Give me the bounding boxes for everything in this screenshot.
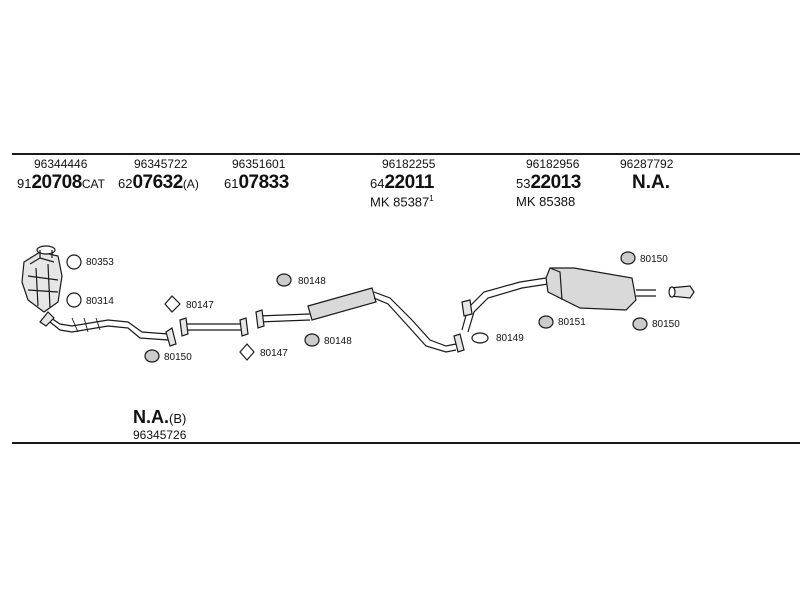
- callout-80147: 80147: [260, 348, 288, 359]
- oem-number: 96351601: [232, 157, 286, 171]
- rear-silencer: [461, 267, 656, 333]
- header-col-catalyst: 96344446 9120708CAT: [17, 158, 105, 192]
- mounting-kit-reference: MK 853871: [370, 194, 434, 210]
- top-rule: [12, 153, 800, 155]
- mounting-kit-reference: MK 85388: [516, 194, 576, 209]
- callout-80353: 80353: [86, 257, 114, 268]
- not-available-label: N.A.: [133, 407, 169, 427]
- oem-number: 96182255: [382, 157, 436, 171]
- callout-80149: 80149: [496, 333, 524, 344]
- part-reference: 5322013: [516, 172, 581, 193]
- front-pipe: [39, 311, 177, 347]
- part-reference: 9120708CAT: [17, 172, 105, 193]
- callout-80150: 80150: [164, 352, 192, 363]
- callout-80314: 80314: [86, 296, 114, 307]
- header-col-front-pipe: 96345722 6207632(A): [118, 158, 199, 192]
- gasket-ring-icon: [66, 292, 82, 308]
- oem-number: 96345726: [133, 428, 187, 442]
- rubber-mount-icon: [620, 251, 636, 265]
- rubber-mount-icon: [276, 273, 292, 287]
- part-reference: 6107833: [224, 172, 289, 193]
- callout-80148: 80148: [298, 276, 326, 287]
- callout-80148: 80148: [324, 336, 352, 347]
- tail-pipe: [668, 285, 695, 299]
- oem-number: 96344446: [34, 157, 88, 171]
- rubber-mount-icon: [144, 349, 160, 363]
- callout-80150: 80150: [652, 319, 680, 330]
- bottom-rule: [12, 442, 800, 444]
- middle-pipe: [179, 317, 249, 337]
- not-available-label: N.A.: [632, 172, 670, 193]
- callout-80150: 80150: [640, 254, 668, 265]
- footer-note: N.A.(B) 96345726: [133, 408, 186, 441]
- clamp-icon: [471, 332, 489, 344]
- callout-80147: 80147: [186, 300, 214, 311]
- catalytic-converter: [21, 245, 63, 313]
- callout-80151: 80151: [558, 317, 586, 328]
- rubber-mount-icon: [632, 317, 648, 331]
- header-col-middle-pipe: 96351601 6107833: [224, 158, 289, 192]
- part-reference: 6207632(A): [118, 172, 199, 193]
- rubber-mount-icon: [538, 315, 554, 329]
- oem-number: 96345722: [134, 157, 188, 171]
- mount-icons: [66, 251, 648, 363]
- rubber-mount-icon: [304, 333, 320, 347]
- gasket-ring-icon: [66, 254, 82, 270]
- na-suffix: (B): [169, 411, 187, 426]
- oem-number: 96182956: [526, 157, 580, 171]
- header-col-tail-pipe: 96287792 N.A.: [620, 158, 673, 192]
- center-silencer: [255, 287, 465, 353]
- header-col-center-silencer: 96182255 6422011 MK 853871: [370, 158, 435, 208]
- part-reference: 6422011: [370, 172, 434, 193]
- gasket-icon: [164, 295, 181, 313]
- oem-number: 96287792: [620, 157, 674, 171]
- header-col-rear-silencer: 96182956 5322013 MK 85388: [516, 158, 581, 208]
- gasket-icon: [239, 343, 255, 361]
